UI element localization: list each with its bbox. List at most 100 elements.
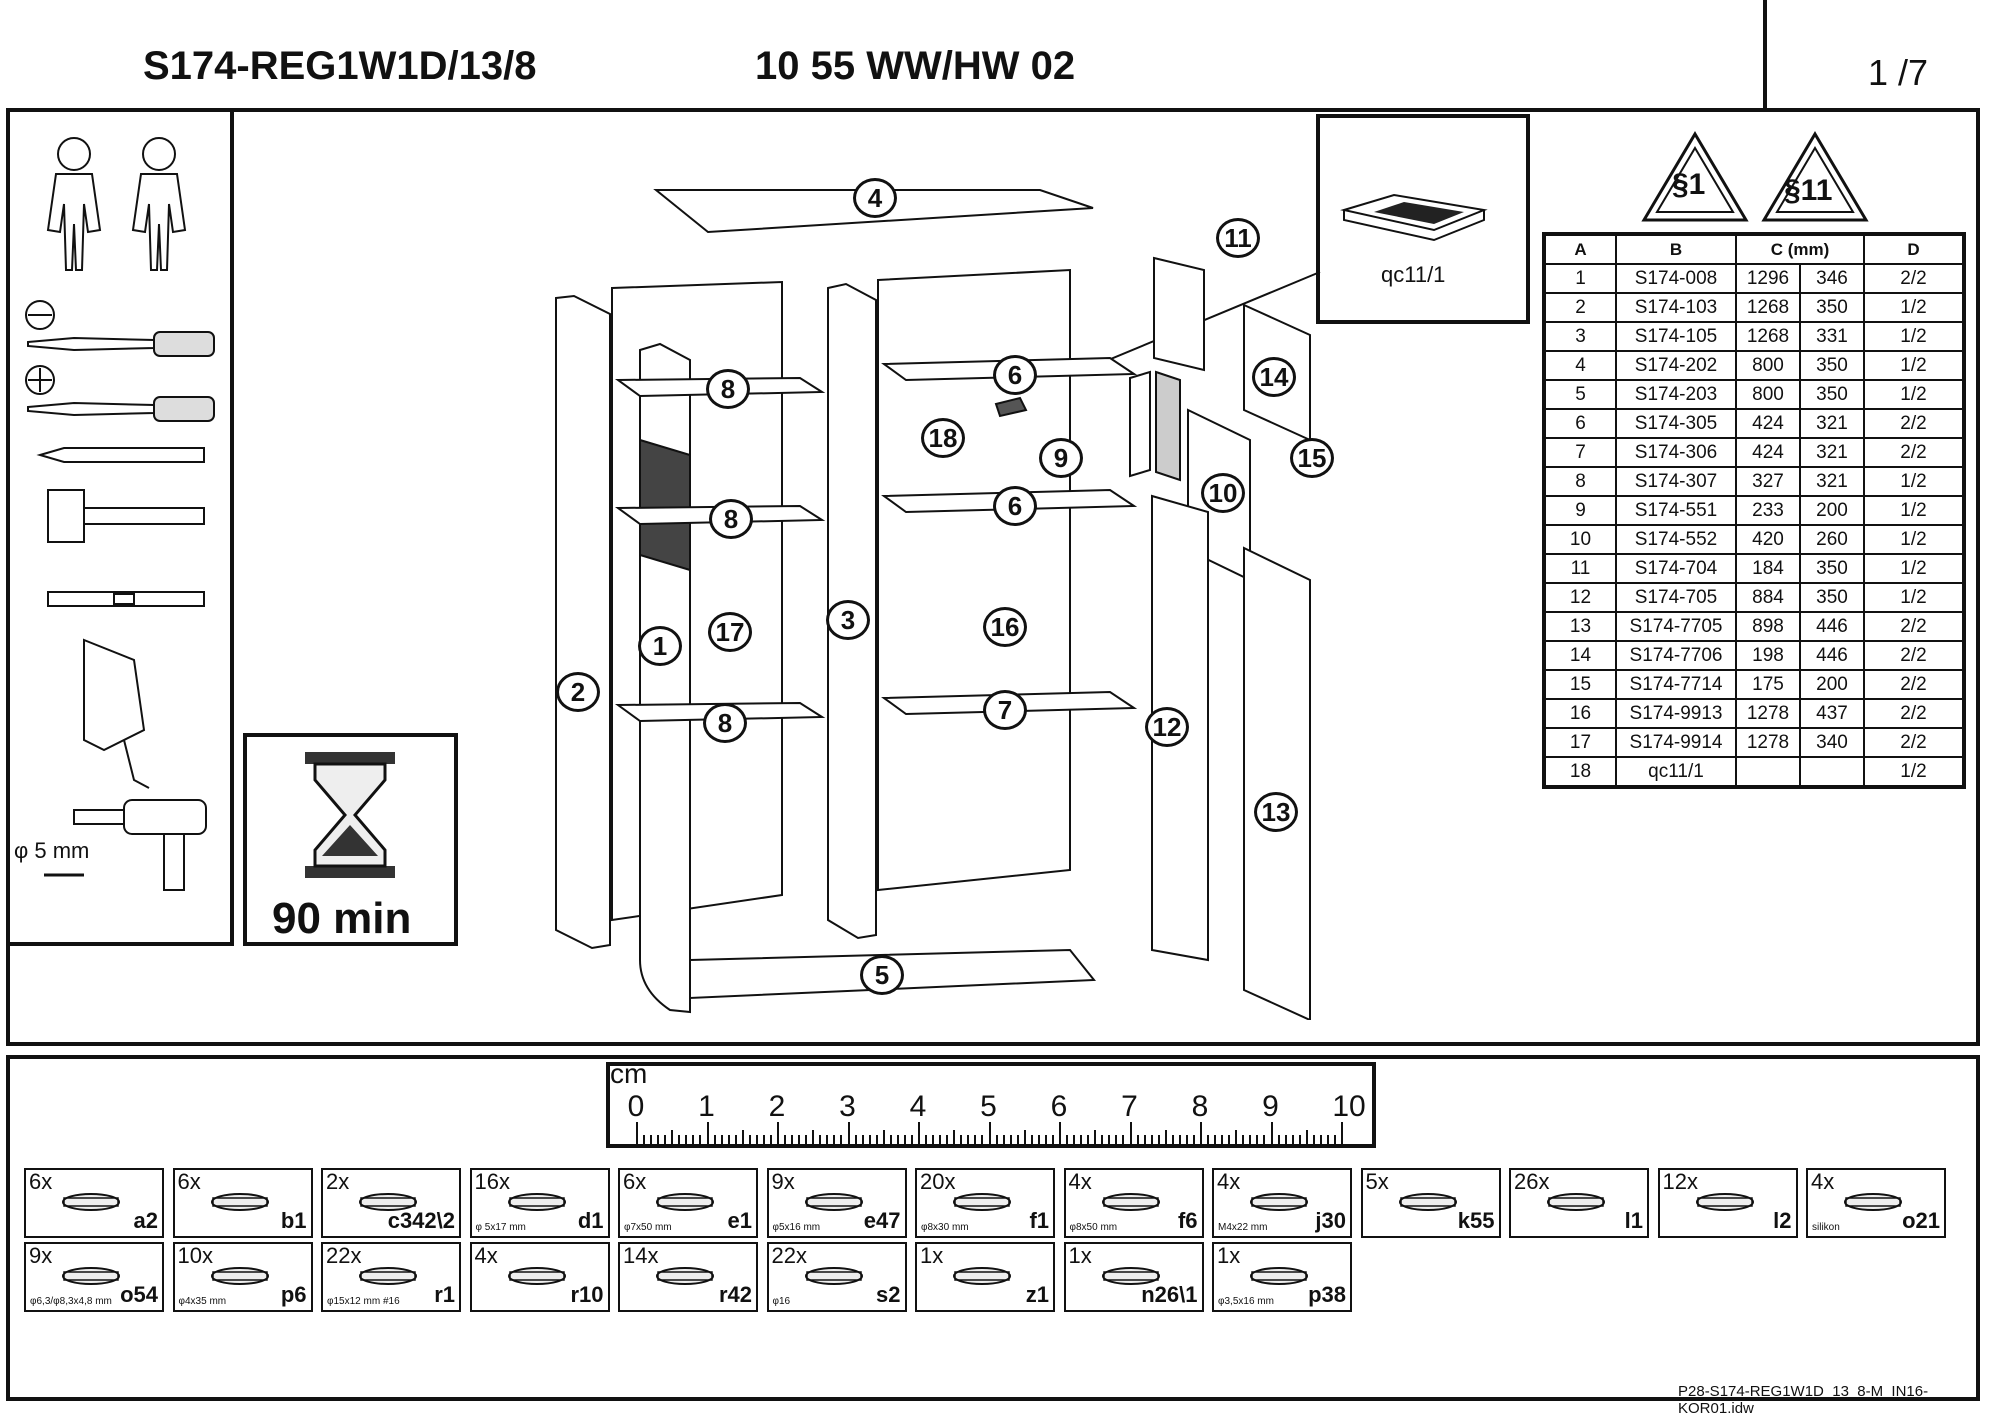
part-callout-6: 6 [993, 486, 1037, 526]
hardware-quantity: 20x [920, 1169, 956, 1194]
table-cell: 5 [1543, 379, 1617, 410]
table-cell: 2 [1543, 292, 1617, 323]
col-a-header: A [1543, 233, 1617, 265]
hardware-icon [1101, 1193, 1160, 1211]
ruler-tick [805, 1135, 808, 1144]
table-cell: 1/2 [1863, 321, 1965, 352]
two-persons-icon [46, 137, 187, 271]
hardware-icon [507, 1193, 566, 1211]
hardware-quantity: 1x [1217, 1243, 1241, 1268]
ruler-tick [1157, 1135, 1160, 1144]
hardware-quantity: 26x [1514, 1169, 1550, 1194]
part-callout-3: 3 [826, 600, 870, 640]
hardware-icon [62, 1267, 120, 1285]
hardware-icon [359, 1193, 417, 1211]
hardware-code: z1 [1025, 1282, 1049, 1307]
table-cell: 2/2 [1863, 263, 1965, 294]
ruler-tick [889, 1135, 892, 1144]
table-cell: 17 [1543, 727, 1617, 758]
hardware-code: r1 [434, 1282, 455, 1307]
ruler-tick [671, 1130, 674, 1144]
ruler-tick [1284, 1135, 1287, 1144]
part-callout-15: 15 [1290, 438, 1334, 478]
door-dark-section [639, 438, 691, 572]
ruler-tick [1016, 1135, 1019, 1144]
ruler-tick [657, 1135, 660, 1144]
ruler-tick [896, 1135, 899, 1144]
ruler-tick-label: 4 [909, 1090, 927, 1123]
hardware-icon [210, 1193, 269, 1211]
strip-15 [1155, 370, 1181, 482]
ruler-tick [1228, 1135, 1231, 1144]
hardware-quantity: 6x [623, 1169, 647, 1194]
table-cell: 1/2 [1863, 292, 1965, 323]
part-callout-13: 13 [1254, 792, 1298, 832]
table-cell: 200 [1799, 669, 1865, 700]
table-cell: 1/2 [1863, 495, 1965, 526]
hardware-icon [1547, 1193, 1605, 1211]
ruler-tick [1333, 1135, 1336, 1144]
table-cell: 2/2 [1863, 727, 1965, 758]
ruler-tick [685, 1135, 688, 1144]
ruler-tick [953, 1130, 956, 1144]
ruler-tick [1044, 1135, 1047, 1144]
hardware-code: o54 [120, 1282, 158, 1307]
table-cell: 321 [1799, 408, 1865, 439]
exploded-assembly-diagram [555, 189, 1311, 1020]
ruler-tick [784, 1135, 787, 1144]
ruler-tick [1171, 1135, 1174, 1144]
hardware-icon [953, 1193, 1011, 1211]
ruler-tick [1200, 1122, 1202, 1144]
table-cell: 1/2 [1863, 524, 1965, 555]
table-cell: 327 [1735, 466, 1801, 497]
hardware-quantity: 22x [326, 1243, 362, 1268]
ruler-tick [762, 1135, 765, 1144]
connector-18 [994, 396, 1028, 418]
table-cell: 350 [1799, 292, 1865, 323]
col-c-header: C (mm) [1735, 233, 1865, 265]
table-cell: 340 [1799, 727, 1865, 758]
table-cell: 1/2 [1863, 582, 1965, 613]
table-cell: 16 [1543, 698, 1617, 729]
ruler-tick [1143, 1135, 1146, 1144]
table-cell: 424 [1735, 408, 1801, 439]
table-cell: 331 [1799, 321, 1865, 352]
hardware-quantity: 5x [1365, 1169, 1389, 1194]
ruler-tick [1150, 1135, 1153, 1144]
part-callout-14: 14 [1252, 357, 1296, 397]
table-cell: 13 [1543, 611, 1617, 642]
table-cell: S174-306 [1615, 437, 1737, 468]
ruler-tick [1270, 1122, 1273, 1144]
table-cell: 200 [1799, 495, 1865, 526]
ruler-tick [699, 1135, 702, 1144]
ruler-tick [643, 1135, 646, 1144]
right-door-13 [1243, 546, 1311, 1020]
ruler-tick-label: 6 [1050, 1090, 1068, 1123]
hardware-code: j30 [1315, 1208, 1346, 1233]
table-cell: 11 [1543, 553, 1617, 584]
table-cell: 420 [1735, 524, 1801, 555]
hammer-icon [47, 489, 205, 543]
connector-icon [1340, 193, 1488, 242]
hardware-code: d1 [577, 1208, 604, 1233]
hardware-dimension: φ8x30 mm [921, 1222, 969, 1233]
side-panel-left [555, 294, 611, 950]
ruler-tick [1164, 1130, 1167, 1144]
table-cell: 184 [1735, 553, 1801, 584]
ruler-tick [1235, 1130, 1238, 1144]
ruler-tick [664, 1135, 667, 1144]
callout-box [1316, 114, 1530, 324]
ruler-tick [868, 1135, 871, 1144]
table-cell: 233 [1735, 495, 1801, 526]
part-callout-8: 8 [706, 369, 750, 409]
table-cell: 898 [1735, 611, 1801, 642]
hardware-code: f1 [1029, 1208, 1049, 1233]
